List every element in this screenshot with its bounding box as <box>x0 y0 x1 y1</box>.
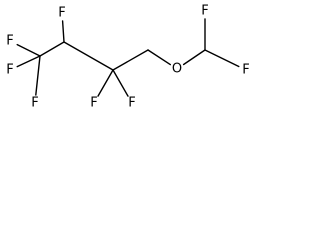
bond-c4-o_ether <box>147 49 172 66</box>
bond-c2-c3 <box>63 41 114 71</box>
bond-c3-f_bottom_left <box>97 69 114 97</box>
bond-c3-f_bottom_right <box>112 69 129 97</box>
atom-f-upper-left: F <box>6 34 13 49</box>
atom-f-right: F <box>242 63 249 78</box>
bond-c1-f_left <box>16 55 41 68</box>
bond-c3-c4 <box>112 49 149 71</box>
atom-f-top: F <box>58 6 65 21</box>
bond-c1-c2 <box>39 41 65 57</box>
bond-o_ether-c5 <box>182 49 206 66</box>
atom-labels: F F F F F F O F F <box>6 4 249 111</box>
atom-f-bottom-right: F <box>128 96 135 111</box>
bond-c1-f_lower_left <box>35 55 41 96</box>
atom-f-left: F <box>6 63 13 78</box>
atom-f-lower-left: F <box>31 96 38 111</box>
atom-f-right-top: F <box>201 4 208 19</box>
atom-f-bottom-left: F <box>90 96 97 111</box>
atom-o-ether: O <box>172 62 182 77</box>
chemical-structure: F F F F F F O F F <box>6 4 249 111</box>
bond-c2-f_top <box>61 20 65 43</box>
bond-c1-f_upper_left <box>16 43 41 57</box>
bonds <box>16 18 240 97</box>
bond-c5-f_right <box>204 49 240 68</box>
